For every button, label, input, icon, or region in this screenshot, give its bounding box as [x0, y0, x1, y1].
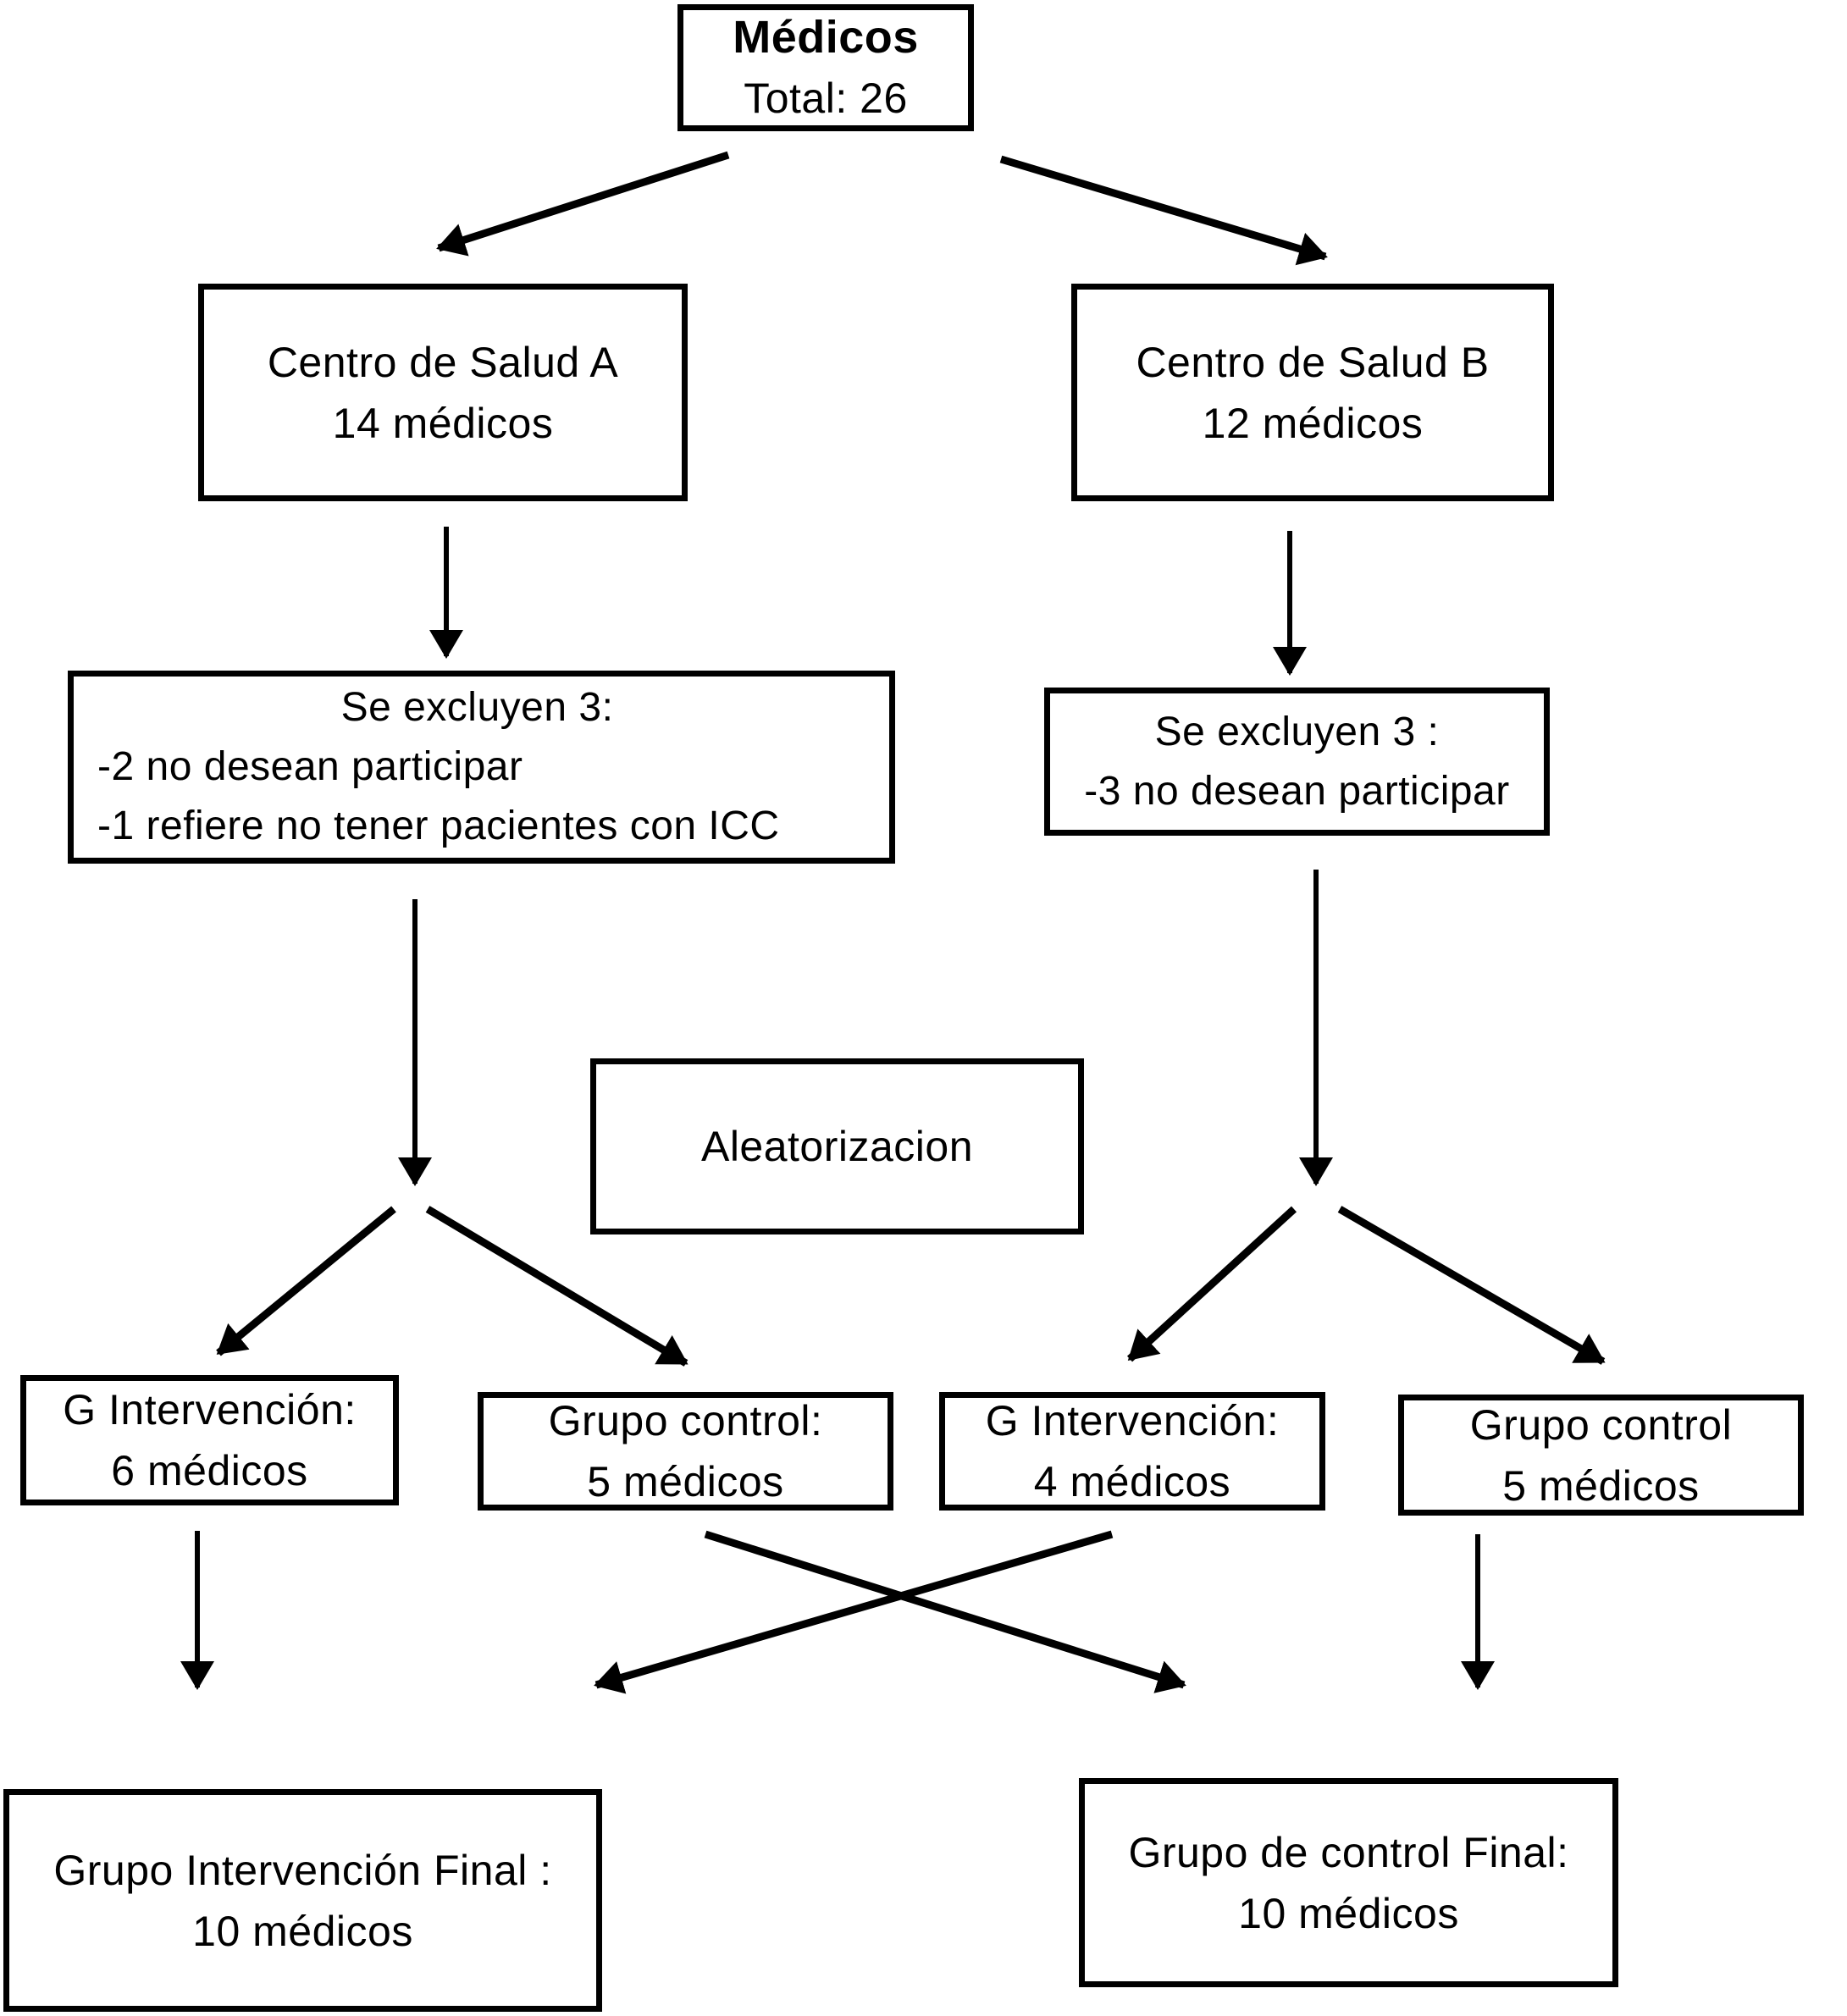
node-subtitle: 4 médicos [1033, 1458, 1231, 1505]
node-title: G Intervención: [985, 1397, 1280, 1444]
node-grupo-control-b: Grupo control 5 médicos [1398, 1395, 1804, 1516]
node-subtitle: 10 médicos [192, 1907, 413, 1955]
node-detail: -2 no desean participar [97, 744, 523, 789]
node-title: Grupo control [1469, 1400, 1733, 1449]
node-title: Grupo Intervención Final : [53, 1846, 552, 1894]
arrow-split-a-to-intervencion-a [216, 1206, 396, 1356]
node-exclusion-b: Se excluyen 3 : -3 no desean participar [1044, 688, 1550, 836]
node-subtitle: Total: 26 [744, 75, 908, 122]
node-grupo-intervencion-final: Grupo Intervención Final : 10 médicos [3, 1789, 602, 2012]
node-aleatorizacion: Aleatorizacion [590, 1058, 1084, 1234]
node-title: Centro de Salud A [267, 338, 619, 386]
node-exclusion-a: Se excluyen 3: -2 no desean participar -… [68, 671, 895, 864]
node-subtitle: 5 médicos [1502, 1461, 1700, 1510]
node-medicos-total: Médicos Total: 26 [677, 4, 974, 131]
node-detail: -3 no desean participar [1084, 768, 1510, 814]
node-detail: -1 refiere no tener pacientes con ICC [97, 804, 780, 848]
node-title: Se excluyen 3 : [1154, 709, 1440, 754]
node-subtitle: 6 médicos [111, 1447, 308, 1494]
node-title: Grupo de control Final: [1128, 1828, 1569, 1876]
node-title: G Intervención: [63, 1386, 357, 1433]
node-grupo-intervencion-a: G Intervención: 6 médicos [20, 1375, 399, 1505]
node-title: Aleatorizacion [700, 1123, 974, 1170]
node-title: Se excluyen 3: [340, 685, 614, 730]
node-grupo-intervencion-b: G Intervención: 4 médicos [939, 1392, 1325, 1511]
node-subtitle: 14 médicos [332, 399, 554, 447]
node-subtitle: 10 médicos [1238, 1889, 1459, 1937]
node-grupo-control-final: Grupo de control Final: 10 médicos [1079, 1778, 1618, 1987]
node-subtitle: 5 médicos [587, 1458, 784, 1505]
node-grupo-control-a: Grupo control: 5 médicos [478, 1392, 893, 1511]
arrow-intervencion-b-to-final-intervencion [594, 1530, 1114, 1694]
arrow-medicos-to-centro-a [436, 151, 730, 257]
node-centro-salud-a: Centro de Salud A 14 médicos [198, 284, 688, 501]
node-title: Médicos [733, 12, 919, 63]
node-title: Grupo control: [548, 1397, 823, 1444]
arrow-split-b-to-control-b [1337, 1206, 1606, 1365]
node-title: Centro de Salud B [1136, 338, 1490, 386]
node-subtitle: 12 médicos [1202, 399, 1424, 447]
node-centro-salud-b: Centro de Salud B 12 médicos [1071, 284, 1554, 501]
arrow-medicos-to-centro-b [999, 155, 1328, 266]
arrow-split-b-to-intervencion-b [1126, 1206, 1297, 1362]
arrow-control-a-to-final-control [704, 1530, 1186, 1693]
